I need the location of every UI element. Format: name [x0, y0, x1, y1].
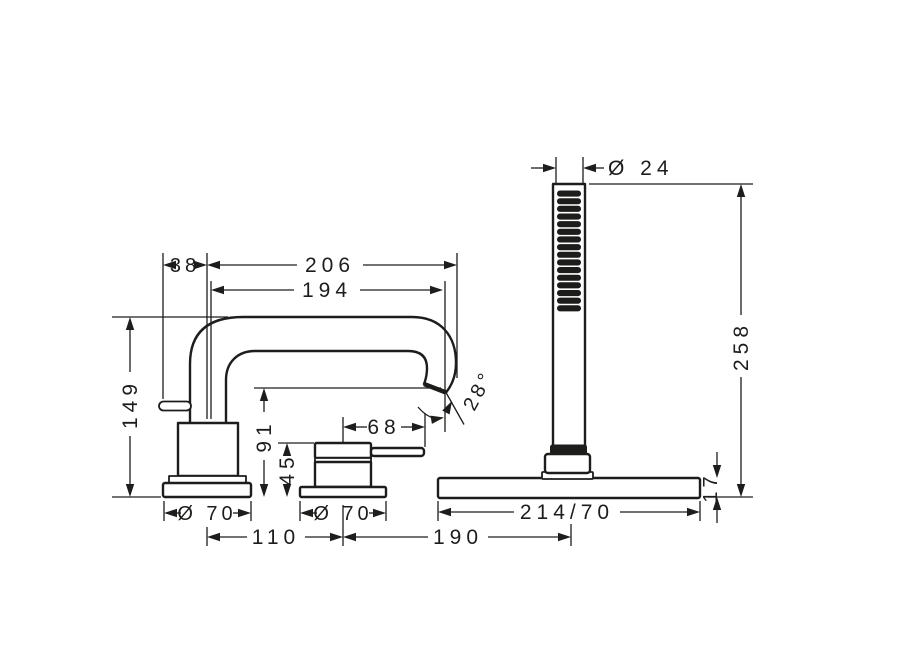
handshower-handle: [551, 182, 587, 452]
extension-lines: [112, 157, 753, 546]
spout-base-plate: [161, 481, 253, 499]
dimension-spout-to-handle: 110: [207, 526, 343, 549]
dimension-spout-total-height: 149: [119, 317, 142, 497]
handle-cap: [313, 441, 373, 460]
holder-plate: [436, 476, 702, 500]
dimension-handle-height: 45: [276, 443, 299, 497]
shutoff-handle-group: [298, 441, 426, 499]
handshower-nut: [550, 444, 587, 455]
dimension-spout-reach: 194: [211, 279, 443, 302]
tub-spout-group: [158, 315, 458, 499]
spout-body: [188, 315, 458, 426]
dim-label-spout-offset: 38: [170, 255, 200, 277]
holder-socket: [543, 452, 592, 475]
handle-body: [313, 460, 373, 489]
dim-label-handle-base-diameter: Ø 70: [313, 503, 372, 525]
dimension-spout-outlet-height: 91: [253, 388, 276, 497]
dim-label-lever-length: 68: [367, 416, 400, 439]
handle-base-plate: [298, 485, 388, 499]
dim-label-holder-plate-height: 17: [700, 472, 722, 502]
dim-label-spout-angle: 28°: [459, 367, 498, 415]
dim-label-spout-total-height: 149: [119, 379, 142, 429]
spout-lever-pin: [158, 400, 192, 412]
handle-lever: [369, 446, 426, 458]
dimension-handle-base-diameter: Ø 70: [300, 503, 386, 525]
dim-label-handshower-diameter: Ø 24: [608, 157, 674, 180]
spout-escutcheon: [176, 421, 240, 478]
dim-label-handshower-height: 258: [730, 321, 753, 371]
dim-label-spout-to-handle: 110: [252, 526, 300, 549]
dimension-holder-plate-width: 214/70: [438, 501, 700, 524]
dim-label-spout-outlet-height: 91: [253, 419, 276, 452]
handshower-spray-face: [557, 190, 581, 312]
dimension-handshower-diameter: Ø 24: [531, 157, 674, 180]
dimension-holder-plate-height: 17: [700, 452, 722, 523]
dimension-handle-to-holder: 190: [343, 526, 571, 549]
dim-label-holder-plate-width: 214/70: [520, 501, 614, 524]
dim-label-spout-reach: 194: [302, 279, 352, 302]
dimension-spout-offset: 38: [163, 255, 207, 277]
handshower-group: [436, 182, 702, 500]
dim-label-spout-reach-overall: 206: [305, 254, 355, 277]
dimension-spout-reach-overall: 206: [207, 254, 457, 277]
dim-label-handle-height: 45: [276, 452, 299, 485]
dim-label-spout-base-diameter: Ø 70: [177, 503, 236, 525]
dim-label-handle-to-holder: 190: [433, 526, 483, 549]
dimension-spout-base-diameter: Ø 70: [164, 503, 251, 525]
dimension-handshower-height: 258: [730, 184, 753, 497]
dimension-lever-length: 68: [343, 416, 425, 439]
